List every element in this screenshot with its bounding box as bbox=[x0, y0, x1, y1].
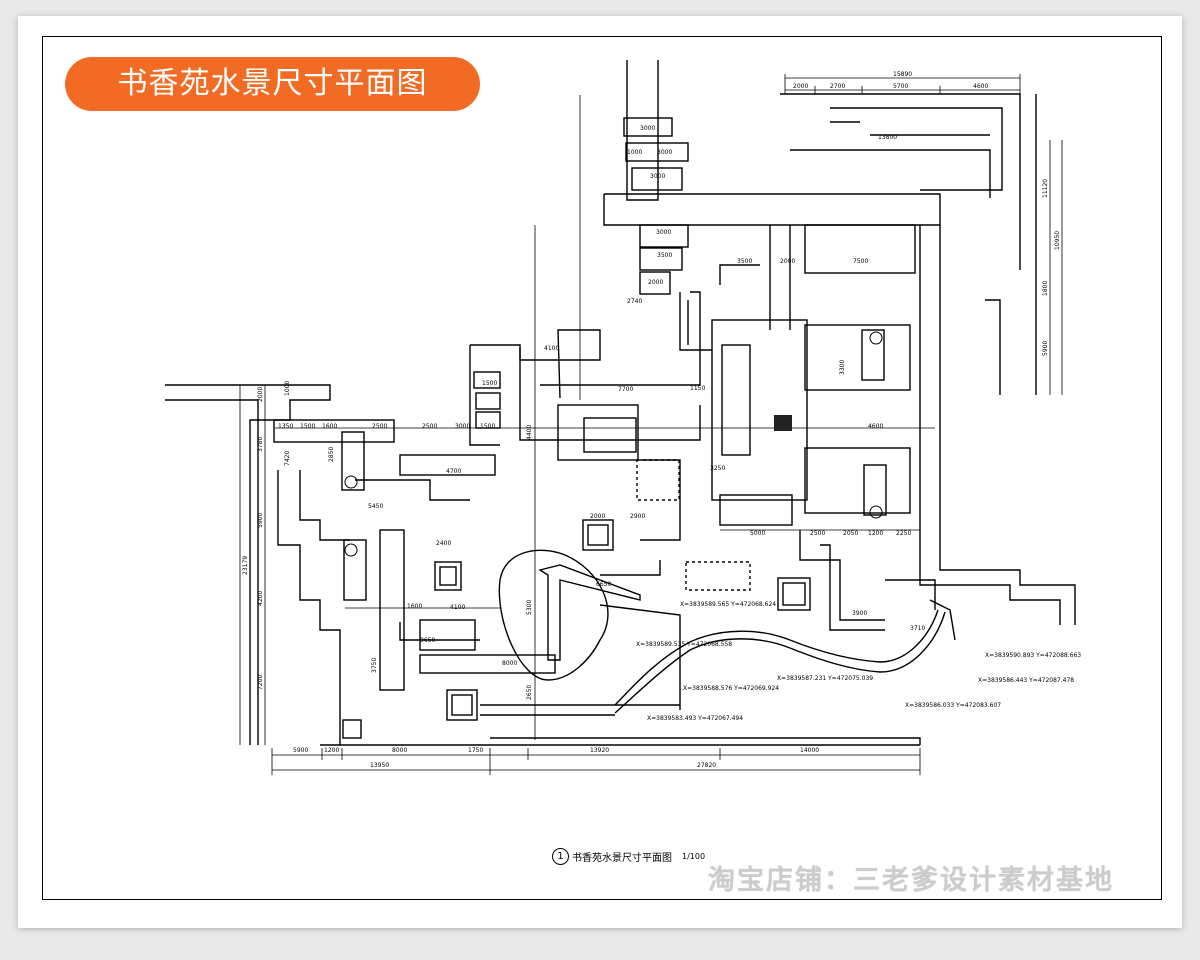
inner-dim-label: 2740 bbox=[627, 298, 642, 305]
inner-dim-label: 1200 bbox=[868, 530, 883, 537]
left-dim-label: 1000 bbox=[284, 381, 291, 396]
top-dim-label: 5700 bbox=[893, 83, 908, 90]
pump-pit-icon bbox=[774, 415, 792, 431]
inner-dim-label: 1000 bbox=[627, 149, 642, 156]
right-dim-label: 1800 bbox=[1042, 281, 1049, 296]
left-dim-label: 3780 bbox=[257, 437, 264, 452]
left-dim-label: 23179 bbox=[242, 556, 249, 575]
bottom-total-label: 13950 bbox=[370, 762, 389, 769]
inner-dim-label: 3250 bbox=[710, 465, 725, 472]
left-dim-label: 5900 bbox=[257, 513, 264, 528]
inner-dim-label: 3000 bbox=[455, 423, 470, 430]
inner-dim-label: 1600 bbox=[407, 603, 422, 610]
inner-dim-label: 1500 bbox=[300, 423, 315, 430]
coordinate-label: X=3839590.893 Y=472088.663 bbox=[985, 652, 1081, 659]
inner-dim-label: 7700 bbox=[618, 386, 633, 393]
bottom-dim-label: 14000 bbox=[800, 747, 819, 754]
inner-dim-label: 6650 bbox=[596, 581, 611, 588]
right-dim-label: 10950 bbox=[1054, 231, 1061, 250]
bottom-dim-label: 8000 bbox=[392, 747, 407, 754]
inner-dim-label: 3500 bbox=[737, 258, 752, 265]
top-dim-label: 15890 bbox=[893, 71, 912, 78]
left-dim-label: 7200 bbox=[257, 675, 264, 690]
inner-dim-label: 5000 bbox=[750, 530, 765, 537]
coordinate-label: X=3839589.535 Y=472068.558 bbox=[636, 641, 732, 648]
top-dim-label: 2000 bbox=[793, 83, 808, 90]
right-dim-label: 11120 bbox=[1042, 179, 1049, 198]
inner-dim-label: 9650 bbox=[420, 637, 435, 644]
inner-dim-label: 2650 bbox=[526, 685, 533, 700]
inner-dim-label: 3500 bbox=[657, 252, 672, 259]
inner-dim-label: 5300 bbox=[526, 600, 533, 615]
inner-dim-label: 5450 bbox=[368, 503, 383, 510]
inner-dim-label: 2900 bbox=[630, 513, 645, 520]
inner-dim-label: 8000 bbox=[502, 660, 517, 667]
drawing-name: 书香苑水景尺寸平面图 bbox=[572, 852, 672, 864]
bottom-dim-label: 1750 bbox=[468, 747, 483, 754]
left-dim-label: 4200 bbox=[257, 591, 264, 606]
drawing-number: 1 bbox=[552, 847, 569, 865]
inner-dim-label: 2500 bbox=[810, 530, 825, 537]
drawing-frame bbox=[42, 36, 1162, 900]
inner-dim-label: 4100 bbox=[544, 345, 559, 352]
coordinate-label: X=3839586.443 Y=472087.478 bbox=[978, 677, 1074, 684]
inner-dim-label: 4400 bbox=[526, 425, 533, 440]
drawing-caption: 1 书香苑水景尺寸平面图 1/100 bbox=[552, 846, 705, 866]
inner-dim-label: 2250 bbox=[896, 530, 911, 537]
inner-dim-label: 4600 bbox=[868, 423, 883, 430]
fountain-nozzle-icons bbox=[344, 331, 883, 557]
inner-dim-label: 3000 bbox=[650, 173, 665, 180]
coordinate-label: X=3839583.493 Y=472067.494 bbox=[647, 715, 743, 722]
inner-dim-label: 3900 bbox=[852, 610, 867, 617]
inner-dim-label: 1500 bbox=[480, 423, 495, 430]
top-dim-label: 4600 bbox=[973, 83, 988, 90]
inner-dim-label: 2000 bbox=[590, 513, 605, 520]
inner-dim-label: 1150 bbox=[690, 385, 705, 392]
inner-dim-label: 4100 bbox=[450, 604, 465, 611]
coordinate-label: X=3839589.565 Y=472068.624 bbox=[680, 601, 776, 608]
shop-watermark: 淘宝店铺：三老爹设计素材基地 bbox=[708, 865, 1114, 896]
inner-dim-label: 3750 bbox=[371, 658, 378, 673]
bottom-dim-label: 5900 bbox=[293, 747, 308, 754]
inner-dim-label: 3000 bbox=[640, 125, 655, 132]
inner-dim-label: 7500 bbox=[853, 258, 868, 265]
left-dim-label: 7420 bbox=[284, 451, 291, 466]
page-title: 书香苑水景尺寸平面图 bbox=[65, 57, 480, 111]
inner-dim-label: 3300 bbox=[839, 360, 846, 375]
drawing-scale: 1/100 bbox=[682, 851, 706, 861]
inner-dim-label: 4700 bbox=[446, 468, 461, 475]
inner-dim-label: 2500 bbox=[372, 423, 387, 430]
dimension-lines bbox=[239, 74, 1063, 775]
coordinate-label: X=3839588.576 Y=472069.924 bbox=[683, 685, 779, 692]
bottom-dim-label: 1200 bbox=[324, 747, 339, 754]
inner-dim-label: 13800 bbox=[878, 134, 897, 141]
inner-dim-label: 3000 bbox=[656, 229, 671, 236]
left-dim-label: 2000 bbox=[257, 387, 264, 402]
plan-linework bbox=[165, 60, 1076, 746]
bottom-dim-label: 13920 bbox=[590, 747, 609, 754]
left-dim-label: 2850 bbox=[328, 447, 335, 462]
dimension-labels: 5900 1200 8000 1750 13920 14000 13950 27… bbox=[242, 71, 1081, 769]
top-dim-label: 2700 bbox=[830, 83, 845, 90]
inner-dim-label: 2500 bbox=[422, 423, 437, 430]
inner-dim-label: 2050 bbox=[843, 530, 858, 537]
inner-dim-label: 3710 bbox=[910, 625, 925, 632]
right-dim-label: 5900 bbox=[1042, 341, 1049, 356]
coordinate-label: X=3839586.033 Y=472083.607 bbox=[905, 702, 1001, 709]
bottom-total-label: 27820 bbox=[697, 762, 716, 769]
inner-dim-label: 2400 bbox=[436, 540, 451, 547]
inner-dim-label: 1500 bbox=[482, 380, 497, 387]
coordinate-label: X=3839587.231 Y=472075.039 bbox=[777, 675, 873, 682]
inner-dim-label: 2000 bbox=[780, 258, 795, 265]
inner-dim-label: 3000 bbox=[657, 149, 672, 156]
inner-dim-label: 2000 bbox=[648, 279, 663, 286]
inner-dim-label: 1350 bbox=[278, 423, 293, 430]
inner-dim-label: 1600 bbox=[322, 423, 337, 430]
